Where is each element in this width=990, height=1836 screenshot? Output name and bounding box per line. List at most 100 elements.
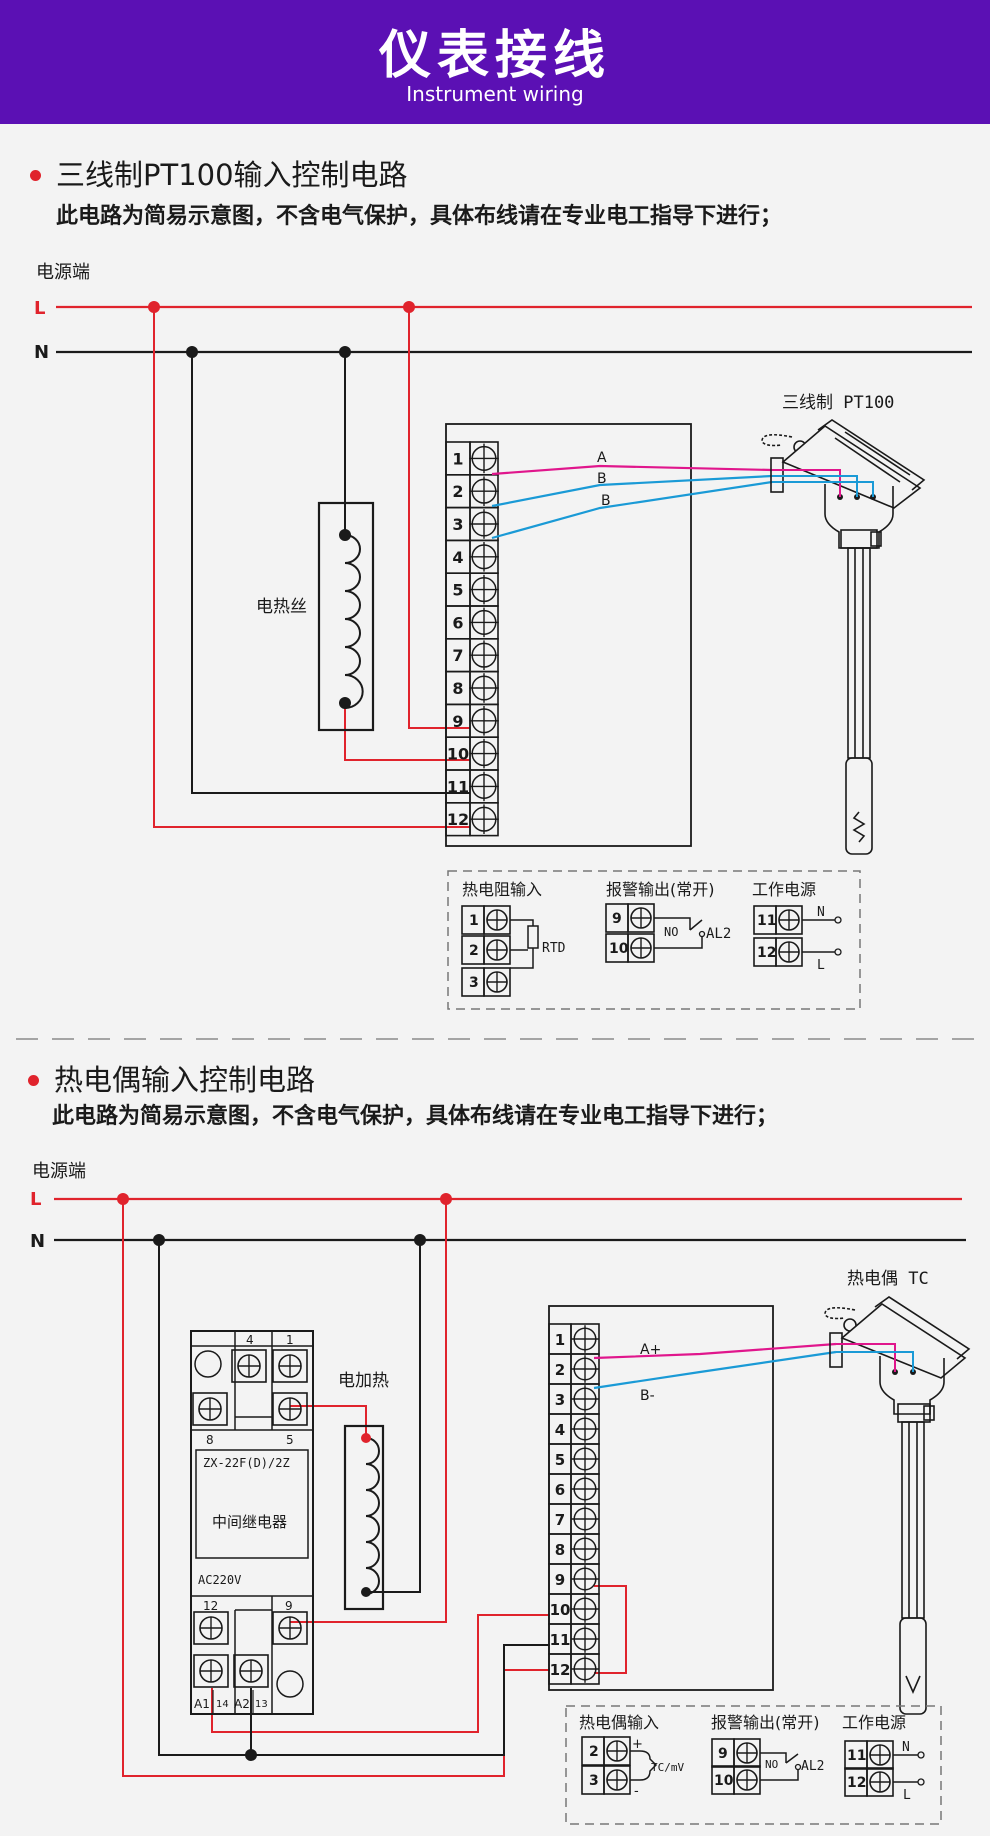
svg-text:1: 1 [286,1333,294,1347]
svg-text:12: 12 [757,945,776,961]
terminal-7: 7 [445,637,499,673]
power-label: 电源端 [32,1161,86,1182]
terminal-8: 8 [548,1533,600,1565]
page-subtitle: Instrument wiring [406,82,584,106]
legend-rtd-terminals: 1 2 3 RTD [461,905,566,997]
svg-text:+: + [632,1737,643,1752]
terminal-10: 10 [445,736,499,771]
svg-text:12: 12 [847,1775,866,1791]
terminal-number: 11 [550,1631,571,1649]
terminal-number: 9 [555,1571,565,1589]
svg-text:9: 9 [718,1746,728,1762]
legend-power-terminals: 11 12 N L [844,1740,925,1803]
heater-label: 电热丝 [256,597,307,617]
wire-label-b: B [597,471,607,487]
pt100-sensor-icon [761,419,926,855]
svg-text:5: 5 [286,1433,294,1447]
svg-text:L: L [817,958,825,973]
terminal-number: 4 [555,1421,565,1439]
wire-label-b-minus: B- [640,1388,655,1404]
terminal-number: 3 [555,1391,565,1409]
relay-voltage: AC220V [198,1573,241,1587]
svg-text:2: 2 [469,943,479,959]
terminal-8: 8 [445,670,499,706]
legend-input-title: 热电偶输入 [579,1713,659,1732]
section1-title: 三线制PT100输入控制电路 [56,158,408,192]
terminal-10: 10 [548,1593,600,1625]
section2-diagram: 电源端 L N [30,1161,971,1825]
svg-text:9: 9 [612,911,622,927]
heater-element [343,1424,385,1611]
section2-description: 此电路为简易示意图，不含电气保护，具体布线请在专业电工指导下进行； [52,1104,779,1129]
svg-text:12: 12 [203,1599,218,1613]
svg-text:-: - [634,1784,639,1799]
svg-text:3: 3 [589,1773,599,1789]
terminal-number: 8 [555,1541,565,1559]
legend-power-title: 工作电源 [842,1713,906,1732]
sensor-label: 三线制 PT100 [782,393,894,413]
line-l-label: L [34,298,45,319]
legend-input-title: 热电阻输入 [462,880,542,899]
relay-model: ZX-22F(D)/2Z [203,1456,290,1470]
terminal-number: 11 [447,777,469,796]
legend-alarm-title: 报警输出(常开) [606,880,715,899]
svg-text:3: 3 [469,975,479,991]
legend-power-title: 工作电源 [752,880,816,899]
legend-tc-terminals: 2 3 + - TC/mV [581,1736,684,1799]
svg-text:2: 2 [589,1744,599,1760]
page-title: 仪表接线 [378,26,611,86]
svg-text:N: N [902,1740,910,1755]
line-l-label: L [30,1189,41,1210]
terminal-1: 1 [548,1323,600,1355]
no-label: NO [765,1758,778,1771]
terminal-number: 4 [452,548,463,567]
terminal-number: 8 [452,679,463,698]
terminal-6: 6 [445,605,499,640]
terminal-number: 1 [452,449,463,468]
al2-label: AL2 [706,926,731,942]
terminal-7: 7 [548,1503,600,1535]
legend-power-terminals: 11 12 N L [753,905,842,973]
relay-name: 中间继电器 [212,1513,287,1531]
terminal-11: 11 [548,1623,600,1655]
relay-module [190,1330,314,1715]
terminal-number: 5 [555,1451,565,1469]
rtd-label: RTD [542,941,566,956]
legend-alarm-terminals: 9 10 NO AL2 [605,903,731,963]
thermocouple-sensor-icon [824,1296,971,1715]
terminal-12: 12 [548,1653,600,1685]
section2-title: 热电偶输入控制电路 [54,1063,316,1097]
header-banner: 仪表接线 Instrument wiring [0,0,990,124]
terminal-number: 2 [452,482,463,501]
terminal-5: 5 [445,572,499,607]
svg-text:9: 9 [285,1599,293,1613]
legend-alarm-title: 报警输出(常开) [711,1713,820,1732]
terminal-number: 2 [555,1361,565,1379]
section1-description: 此电路为简易示意图，不含电气保护，具体布线请在专业电工指导下进行； [56,204,783,229]
wire-label-b2: B [601,493,611,509]
controller-box [548,1305,774,1691]
terminal-12: 12 [445,801,499,837]
no-label: NO [664,925,678,939]
svg-text:10: 10 [609,941,629,957]
heater-element [317,501,375,732]
terminal-number: 6 [555,1481,565,1499]
svg-text:N: N [817,905,825,920]
terminal-number: 1 [555,1331,565,1349]
svg-text:L: L [903,1788,911,1803]
svg-text:14: 14 [216,1699,229,1710]
legend-box [447,870,861,1010]
svg-text:8: 8 [206,1433,214,1447]
terminal-6: 6 [548,1473,600,1505]
sensor-label: 热电偶 TC [847,1269,929,1289]
bullet-dot [30,170,41,181]
svg-text:A2: A2 [234,1697,250,1711]
svg-text:A1: A1 [194,1697,210,1711]
line-n-label: N [30,1231,45,1252]
wire-label-a: A [597,450,607,466]
al2-label: AL2 [801,1759,824,1774]
terminal-4: 4 [548,1413,600,1445]
